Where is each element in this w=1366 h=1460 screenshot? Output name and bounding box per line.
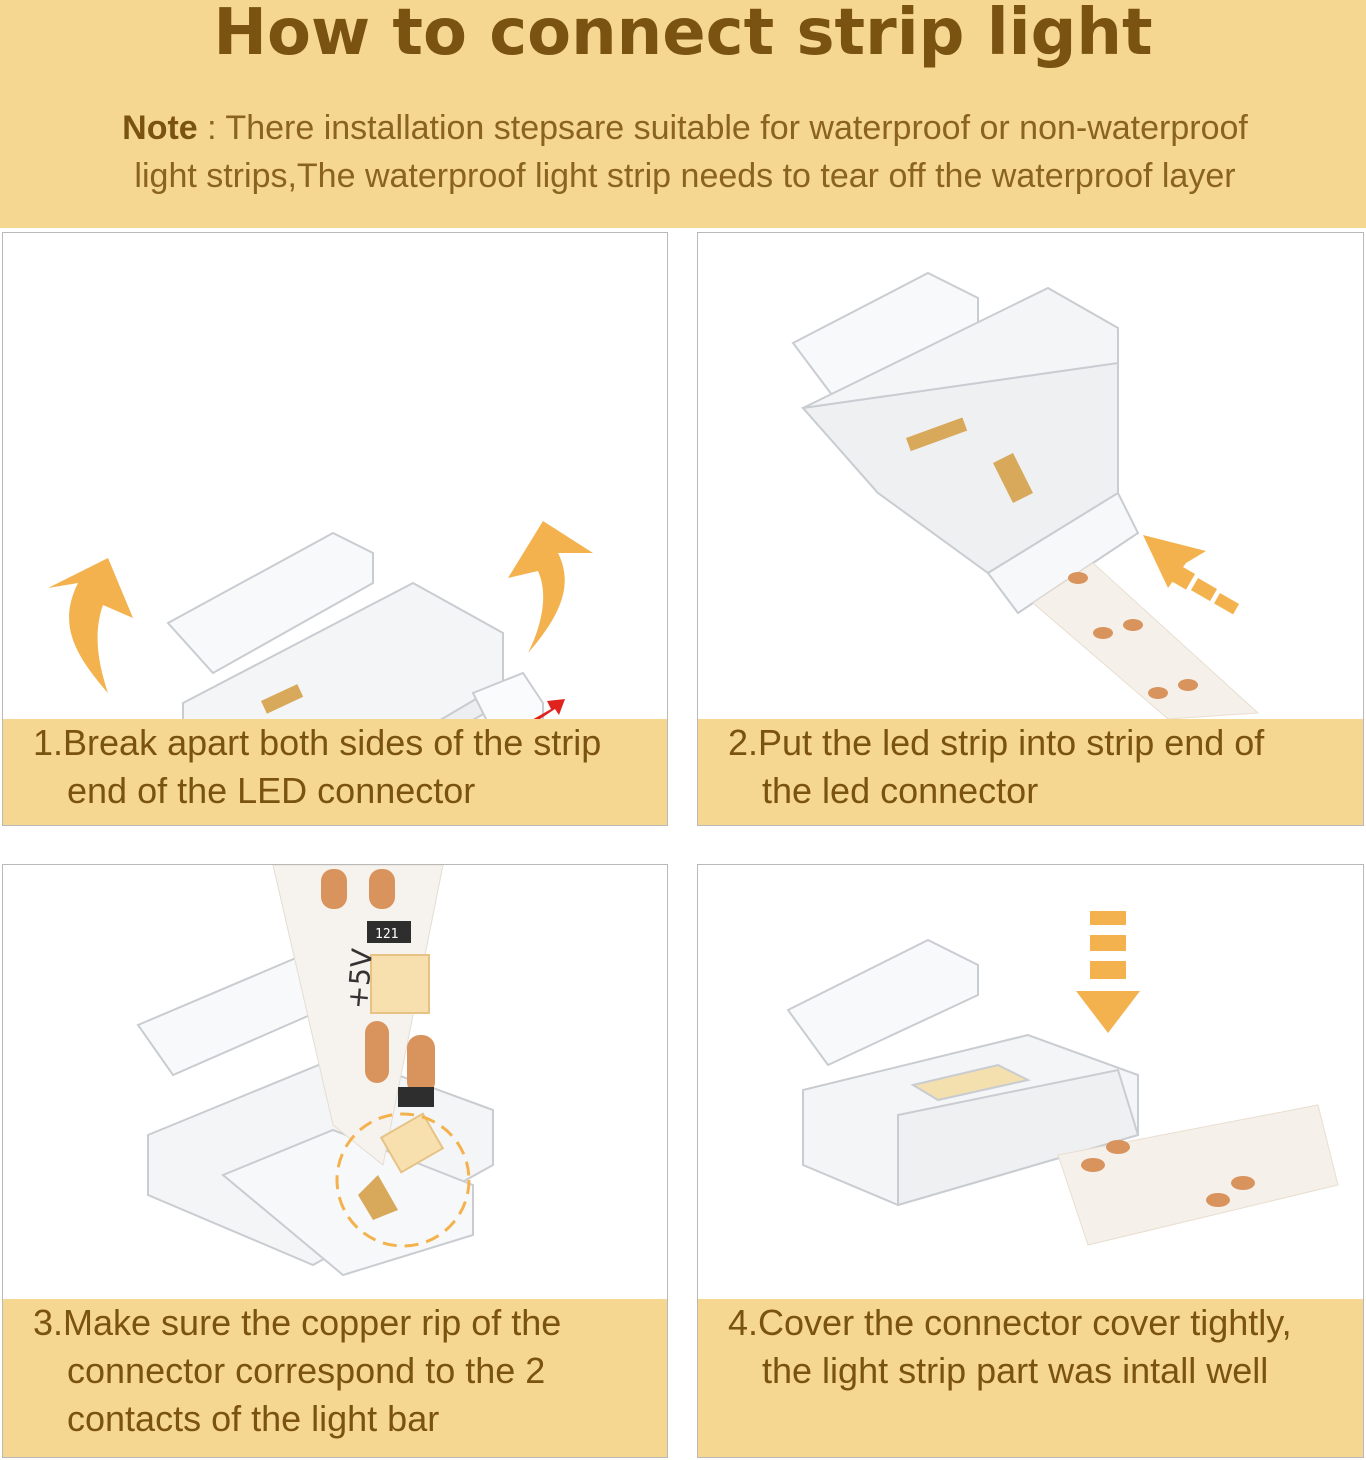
step-2-panel: 2.Put the led strip into strip end of th… xyxy=(697,232,1364,826)
step-1-line-2: end of the LED connector xyxy=(67,770,476,811)
step-2-line-2: the led connector xyxy=(762,770,1039,811)
strip-pads xyxy=(321,869,435,1095)
page-title: How to connect strip light xyxy=(213,0,1153,70)
resistor-bottom xyxy=(398,1087,434,1107)
step-4-line-2: the light strip part was intall well xyxy=(762,1350,1269,1391)
step-3-caption: 3.Make sure the copper rip of the connec… xyxy=(3,1299,667,1457)
step-2-line-1: 2.Put the led strip into strip end of xyxy=(728,722,1265,763)
strip-pads xyxy=(1081,1140,1255,1207)
copper-contacts xyxy=(906,417,1033,503)
step-3-line-3: contacts of the light bar xyxy=(67,1398,440,1439)
resistor-top xyxy=(367,921,411,943)
step-3-panel: 121 +5V 3.Make sure the copper rip of th… xyxy=(2,864,668,1458)
step-2-caption: 2.Put the led strip into strip end of th… xyxy=(698,719,1363,825)
copper-contacts xyxy=(261,684,304,714)
press-down-arrow-icon xyxy=(1076,911,1140,1033)
step-1-caption: 1.Break apart both sides of the strip en… xyxy=(3,719,667,825)
connector-body xyxy=(166,531,544,719)
step-3-line-1: 3.Make sure the copper rip of the xyxy=(33,1302,562,1343)
copper-contact xyxy=(358,1175,398,1220)
align-contacts-illustration: 121 +5V xyxy=(136,865,494,1277)
insert-strip-illustration xyxy=(791,271,1260,719)
resistor-label: 121 xyxy=(375,927,398,942)
lift-arrow-left-icon xyxy=(48,558,133,693)
step-4-line-1: 4.Cover the connector cover tightly, xyxy=(728,1302,1292,1343)
voltage-label: +5V xyxy=(341,947,379,1010)
lift-arrow-right-icon xyxy=(508,521,593,653)
connector-open-illustration xyxy=(48,521,593,719)
note-text: : There installation stepsare suitable f… xyxy=(197,109,1248,147)
connector-body xyxy=(791,271,1140,615)
note-text-2: light strips,The waterproof light strip … xyxy=(134,157,1236,195)
led-chip-lower xyxy=(379,1112,445,1174)
step-3-line-2: connector correspond to the 2 xyxy=(67,1350,546,1391)
strip-pads xyxy=(1068,572,1198,699)
installation-note: Note : There installation stepsare suita… xyxy=(20,104,1350,200)
step-4-caption: 4.Cover the connector cover tightly, the… xyxy=(698,1299,1363,1457)
led-chip xyxy=(370,954,430,1014)
step-1-panel: 1.Break apart both sides of the strip en… xyxy=(2,232,668,826)
step-1-line-1: 1.Break apart both sides of the strip xyxy=(33,722,602,763)
cover-closed-illustration xyxy=(786,911,1339,1246)
header-banner: How to connect strip light Note : There … xyxy=(0,0,1366,228)
slide-arrow-right-icon xyxy=(533,699,565,719)
insert-arrow-icon xyxy=(1143,535,1240,615)
highlight-circle xyxy=(335,1112,471,1248)
step-4-panel: 4.Cover the connector cover tightly, the… xyxy=(697,864,1364,1458)
note-label: Note xyxy=(122,109,198,147)
connector-body xyxy=(786,938,1140,1207)
led-strip xyxy=(1057,1104,1339,1246)
led-strip xyxy=(1032,562,1260,719)
